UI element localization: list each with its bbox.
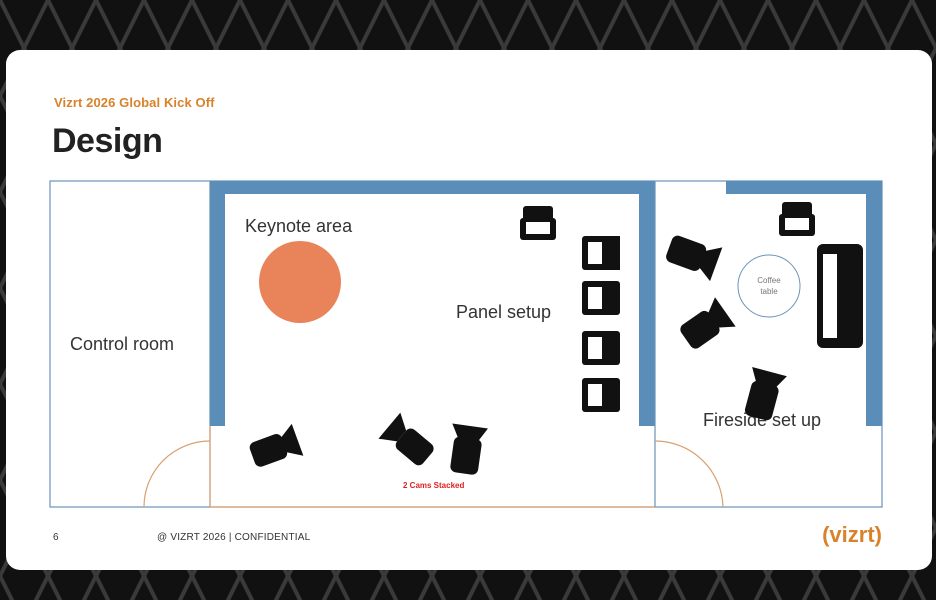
cams-stacked-note: 2 Cams Stacked — [403, 481, 464, 490]
control-room-label: Control room — [70, 334, 174, 354]
camera-icon — [450, 423, 488, 475]
chair-icon — [582, 378, 620, 412]
coffee-table-label-2: table — [760, 287, 778, 296]
control-room-door — [143, 440, 211, 508]
keynote-circle — [259, 241, 341, 323]
fireside-door — [654, 440, 724, 508]
keynote-area-label: Keynote area — [245, 216, 353, 236]
footer-copyright: @ VIZRT 2026 | CONFIDENTIAL — [157, 532, 311, 543]
floor-plan: Coffee table Control room Keynote area P… — [49, 180, 883, 508]
chair-icon — [582, 236, 620, 270]
fireside-right-wall — [866, 181, 882, 426]
stage-left-wall — [210, 181, 225, 426]
sofa-icon — [817, 244, 863, 348]
chair-icon — [582, 281, 620, 315]
camera-icon — [666, 235, 723, 282]
coffee-table-label-1: Coffee — [757, 276, 781, 285]
coffee-table — [737, 254, 801, 318]
chair-icon — [582, 331, 620, 365]
page-number: 6 — [53, 532, 59, 543]
fireside-top-wall — [726, 181, 882, 194]
stage-top-wall — [210, 181, 655, 194]
panel-chairs — [582, 236, 620, 412]
vizrt-logo: (vizrt) — [822, 522, 882, 547]
fireside-setup-label: Fireside set up — [703, 410, 821, 430]
camera-icon — [378, 412, 434, 466]
presentation-slide: Vizrt 2026 Global Kick Off Design Coffee… — [6, 50, 932, 570]
stage-right-wall — [639, 181, 655, 426]
armchair-icon — [779, 202, 815, 236]
panel-setup-label: Panel setup — [456, 302, 551, 322]
camera-icon — [680, 297, 736, 349]
logo-text: vizrt — [829, 522, 875, 547]
armchair-icon — [520, 206, 556, 240]
slide-title: Design — [52, 122, 163, 160]
camera-icon — [744, 366, 787, 421]
slide-eyebrow: Vizrt 2026 Global Kick Off — [54, 95, 215, 110]
camera-icon — [249, 423, 304, 467]
